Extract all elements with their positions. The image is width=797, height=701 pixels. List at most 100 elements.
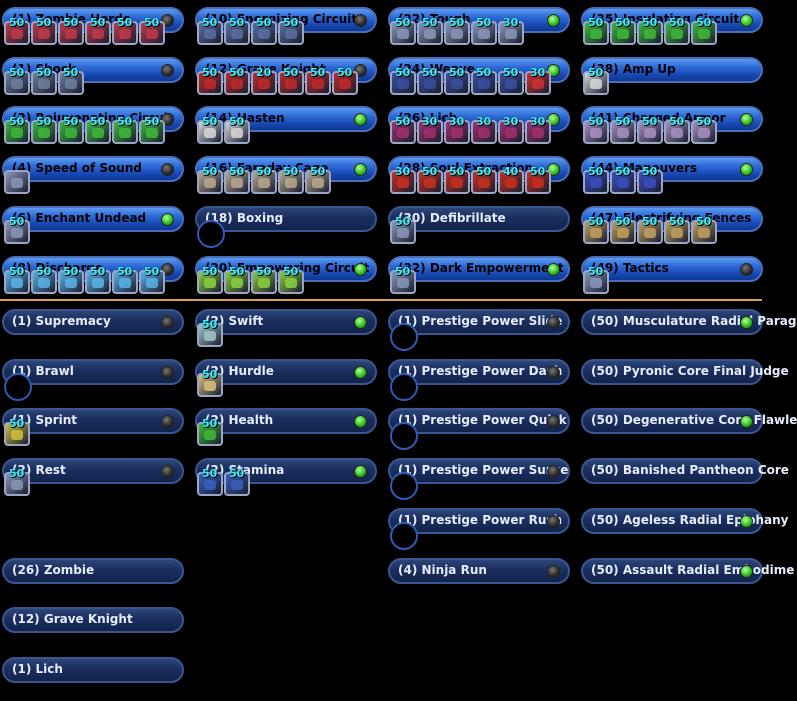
enabled-indicator-icon[interactable] xyxy=(740,14,753,27)
enhancement-icon[interactable]: 50 xyxy=(471,166,497,194)
enhancement-icon[interactable]: 50 xyxy=(197,468,223,496)
enhancement-icon[interactable]: 50 xyxy=(251,266,277,294)
power-set-bar[interactable]: (1) Lich xyxy=(2,657,184,683)
power-set-bar[interactable]: (2) Swift xyxy=(195,309,377,335)
power-set-entry[interactable]: (18) Boxing xyxy=(195,206,377,250)
enhancement-icon[interactable]: 50 xyxy=(197,166,223,194)
enhancement-icon[interactable]: 50 xyxy=(610,116,636,144)
disabled-indicator-icon[interactable] xyxy=(547,565,560,578)
enhancement-icon[interactable]: 50 xyxy=(4,216,30,244)
enhancement-icon[interactable]: 50 xyxy=(85,266,111,294)
enhancement-icon[interactable]: 50 xyxy=(417,166,443,194)
enhancement-icon[interactable]: 30 xyxy=(444,116,470,144)
enhancement-icon[interactable]: 50 xyxy=(444,166,470,194)
enhancement-icon[interactable]: 50 xyxy=(197,319,223,347)
enhancement-icon[interactable] xyxy=(4,170,30,194)
power-set-entry[interactable]: (1) Prestige Power Slide xyxy=(388,309,570,353)
enhancement-icon[interactable]: 50 xyxy=(31,116,57,144)
power-set-bar[interactable]: (1) Prestige Power Slide xyxy=(388,309,570,335)
enhancement-icon[interactable]: 50 xyxy=(4,266,30,294)
power-set-bar[interactable]: (49) Tactics xyxy=(581,256,763,282)
power-set-bar[interactable]: (1) Supremacy xyxy=(2,309,184,335)
enhancement-icon[interactable]: 50 xyxy=(224,116,250,144)
power-set-bar[interactable]: (2) Hurdle xyxy=(195,359,377,385)
enhancement-icon[interactable]: 50 xyxy=(4,17,30,45)
enhancement-icon[interactable]: 50 xyxy=(471,17,497,45)
enhancement-icon[interactable]: 50 xyxy=(58,17,84,45)
power-set-entry[interactable]: (50) Degenerative Core Flawle xyxy=(581,408,797,452)
enabled-indicator-icon[interactable] xyxy=(547,14,560,27)
enhancement-icon[interactable]: 50 xyxy=(583,17,609,45)
enhancement-icon[interactable]: 50 xyxy=(691,17,717,45)
enhancement-icon[interactable]: 50 xyxy=(390,67,416,95)
power-set-entry[interactable]: (50) Assault Radial Embodime xyxy=(581,558,794,602)
power-set-bar[interactable]: (2) Health xyxy=(195,408,377,434)
enhancement-icon[interactable]: 30 xyxy=(525,116,551,144)
power-set-bar[interactable]: (32) Dark Empowerment xyxy=(388,256,570,282)
enhancement-icon[interactable]: 50 xyxy=(278,266,304,294)
enhancement-icon[interactable]: 50 xyxy=(278,166,304,194)
enabled-indicator-icon[interactable] xyxy=(740,316,753,329)
enhancement-icon[interactable]: 30 xyxy=(525,67,551,95)
enabled-indicator-icon[interactable] xyxy=(354,316,367,329)
enhancement-icon[interactable]: 50 xyxy=(278,67,304,95)
power-set-entry[interactable]: (1) Brawl xyxy=(2,359,184,403)
enhancement-icon[interactable]: 50 xyxy=(664,17,690,45)
enabled-indicator-icon[interactable] xyxy=(740,163,753,176)
enhancement-icon[interactable]: 50 xyxy=(637,166,663,194)
enhancement-icon[interactable]: 50 xyxy=(224,67,250,95)
enhancement-icon[interactable]: 30 xyxy=(390,166,416,194)
enhancement-icon[interactable]: 50 xyxy=(471,67,497,95)
empty-slot-icon[interactable] xyxy=(197,220,225,248)
disabled-indicator-icon[interactable] xyxy=(740,263,753,276)
power-set-bar[interactable]: (12) Grave Knight xyxy=(2,607,184,633)
enabled-indicator-icon[interactable] xyxy=(161,213,174,226)
enabled-indicator-icon[interactable] xyxy=(547,263,560,276)
power-set-bar[interactable]: (22) Tough xyxy=(388,7,570,33)
enhancement-icon[interactable]: 50 xyxy=(390,116,416,144)
disabled-indicator-icon[interactable] xyxy=(547,316,560,329)
disabled-indicator-icon[interactable] xyxy=(161,316,174,329)
enhancement-icon[interactable]: 50 xyxy=(224,17,250,45)
enhancement-icon[interactable]: 50 xyxy=(112,116,138,144)
enhancement-icon[interactable]: 50 xyxy=(637,17,663,45)
enhancement-icon[interactable]: 50 xyxy=(4,116,30,144)
enhancement-icon[interactable]: 30 xyxy=(498,17,524,45)
empty-slot-icon[interactable] xyxy=(390,472,418,500)
power-set-entry[interactable]: (50) Banished Pantheon Core xyxy=(581,458,789,502)
power-set-bar[interactable]: (26) Zombie xyxy=(2,558,184,584)
power-set-entry[interactable]: (1) Prestige Power Rush xyxy=(388,508,570,552)
enhancement-icon[interactable]: 50 xyxy=(31,17,57,45)
enhancement-icon[interactable]: 50 xyxy=(278,17,304,45)
power-set-bar[interactable]: (1) Prestige Power Rush xyxy=(388,508,570,534)
enabled-indicator-icon[interactable] xyxy=(354,113,367,126)
power-set-bar[interactable]: (50) Ageless Radial Epiphany xyxy=(581,508,789,534)
disabled-indicator-icon[interactable] xyxy=(547,465,560,478)
enabled-indicator-icon[interactable] xyxy=(354,415,367,428)
power-set-entry[interactable]: (50) Musculature Radial Parag xyxy=(581,309,796,353)
enabled-indicator-icon[interactable] xyxy=(354,366,367,379)
power-set-bar[interactable]: (1) Prestige Power Surge xyxy=(388,458,570,484)
enhancement-icon[interactable]: 50 xyxy=(224,468,250,496)
empty-slot-icon[interactable] xyxy=(4,373,32,401)
enhancement-icon[interactable]: 50 xyxy=(197,67,223,95)
enhancement-icon[interactable]: 50 xyxy=(498,67,524,95)
power-set-entry[interactable]: (1) Prestige Power Dash xyxy=(388,359,570,403)
enhancement-icon[interactable]: 50 xyxy=(58,116,84,144)
enhancement-icon[interactable]: 50 xyxy=(4,418,30,446)
